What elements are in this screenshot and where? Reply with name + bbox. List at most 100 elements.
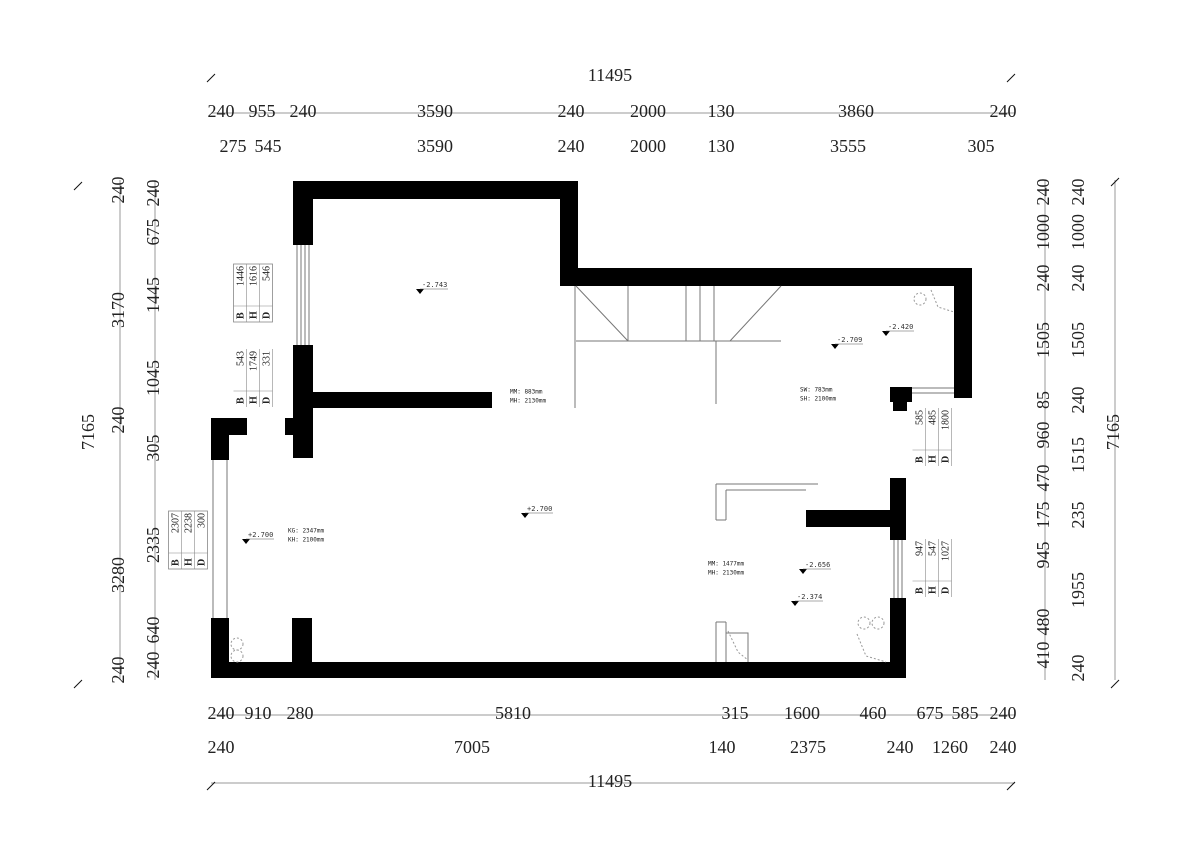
window-spec-value: 1800 — [940, 410, 951, 430]
dimension-label: 280 — [287, 703, 314, 723]
dimension-label: 5810 — [495, 703, 531, 723]
elevation-label: +2.700 — [527, 505, 552, 513]
window-spec-value: 331 — [261, 351, 272, 366]
windows — [212, 245, 954, 618]
dimension-label: 3280 — [108, 557, 128, 593]
dimension-label: 240 — [290, 101, 317, 121]
window-spec-key: H — [927, 455, 938, 463]
dimension-label: 235 — [1068, 502, 1088, 529]
walls — [211, 181, 972, 678]
dimension-label: 3860 — [838, 101, 874, 121]
window-spec-key: H — [248, 396, 259, 404]
dimension-label: 1515 — [1068, 437, 1088, 473]
elevation-label: -2.656 — [805, 561, 830, 569]
window-spec-value: 547 — [927, 541, 938, 556]
overall-width-top: 11495 — [588, 65, 632, 85]
window-spec-value: 485 — [927, 410, 938, 425]
window-spec-value: 543 — [235, 351, 246, 366]
window-spec-key: B — [235, 397, 246, 404]
dimension-label: 1505 — [1033, 322, 1053, 358]
dimension-label: 85 — [1033, 391, 1053, 409]
window-spec-value: 947 — [914, 541, 925, 556]
door-note: MH: 2130mm — [708, 570, 745, 577]
door-note: SH: 2100mm — [800, 396, 837, 403]
dimension-label: 240 — [887, 737, 914, 757]
fixtures — [230, 289, 955, 663]
dimension-label: 675 — [917, 703, 944, 723]
window-spec-value: 1749 — [248, 351, 259, 371]
dimension-label: 1260 — [932, 737, 968, 757]
dimension-label: 945 — [1033, 542, 1053, 569]
window-spec-value: 300 — [196, 513, 207, 528]
dimension-label: 960 — [1033, 422, 1053, 449]
dimension-label: 410 — [1033, 642, 1053, 669]
elevation-marker-icon — [416, 289, 424, 294]
dimension-label: 3170 — [108, 292, 128, 328]
elevation-label: -2.743 — [422, 281, 447, 289]
overall-height-left: 7165 — [78, 414, 98, 450]
dimension-label: 2375 — [790, 737, 826, 757]
dimension-label: 240 — [1033, 179, 1053, 206]
elevation-marker-icon — [882, 331, 890, 336]
dimension-label: 1000 — [1033, 214, 1053, 250]
dimension-label: 240 — [1068, 179, 1088, 206]
dimension-label: 2335 — [143, 527, 163, 563]
window-spec-key: D — [261, 312, 272, 319]
elevation-marker-icon — [791, 601, 799, 606]
dimension-label: 240 — [108, 407, 128, 434]
dimension-label: 1505 — [1068, 322, 1088, 358]
dimension-label: 240 — [208, 703, 235, 723]
dimension-label: 585 — [952, 703, 979, 723]
window-spec-key: B — [235, 312, 246, 319]
door-note: MM: 883mm — [510, 389, 543, 396]
door-note: KG: 2347mm — [288, 528, 325, 535]
window-spec-key: D — [196, 559, 207, 566]
dimension-label: 130 — [708, 136, 735, 156]
dimension-label: 240 — [143, 652, 163, 679]
door-note: SW: 783mm — [800, 387, 833, 394]
window-spec-value: 1027 — [940, 541, 951, 561]
window-spec-value: 1446 — [235, 266, 246, 286]
dimension-label: 2000 — [630, 136, 666, 156]
overall-height-right: 7165 — [1103, 414, 1123, 450]
dimension-label: 175 — [1033, 502, 1053, 529]
window-spec-value: 585 — [914, 410, 925, 425]
dimension-label: 545 — [255, 136, 282, 156]
dimension-label: 240 — [143, 180, 163, 207]
elevation-marker-icon — [831, 344, 839, 349]
dimension-label: 240 — [108, 177, 128, 204]
elevation-label: +2.700 — [248, 531, 273, 539]
elevation-marker-icon — [521, 513, 529, 518]
dimension-label: 240 — [208, 737, 235, 757]
elevation-label: -2.709 — [837, 336, 862, 344]
staircase — [574, 285, 818, 662]
dimension-label: 910 — [245, 703, 272, 723]
overall-width-bottom: 11495 — [588, 771, 632, 791]
window-spec-value: 546 — [261, 266, 272, 281]
dimension-label: 1600 — [784, 703, 820, 723]
dimension-lines — [73, 73, 1120, 791]
dimension-label: 240 — [990, 101, 1017, 121]
dimension-label: 640 — [143, 617, 163, 644]
dimension-label: 3590 — [417, 136, 453, 156]
window-spec-key: D — [261, 397, 272, 404]
dimension-label: 240 — [558, 136, 585, 156]
window-spec-key: H — [183, 558, 194, 566]
dimension-label: 675 — [143, 219, 163, 246]
window-spec-key: H — [248, 311, 259, 319]
window-spec-value: 2238 — [183, 513, 194, 533]
dimension-label: 955 — [249, 101, 276, 121]
dimension-label: 240 — [990, 737, 1017, 757]
dimension-label: 240 — [1068, 655, 1088, 682]
dimension-label: 240 — [208, 101, 235, 121]
dimension-label: 460 — [860, 703, 887, 723]
dimension-label: 240 — [990, 703, 1017, 723]
window-spec-key: B — [914, 456, 925, 463]
dimension-label: 315 — [722, 703, 749, 723]
dimension-label: 130 — [708, 101, 735, 121]
dimension-label: 470 — [1033, 465, 1053, 492]
dimension-label: 480 — [1033, 609, 1053, 636]
